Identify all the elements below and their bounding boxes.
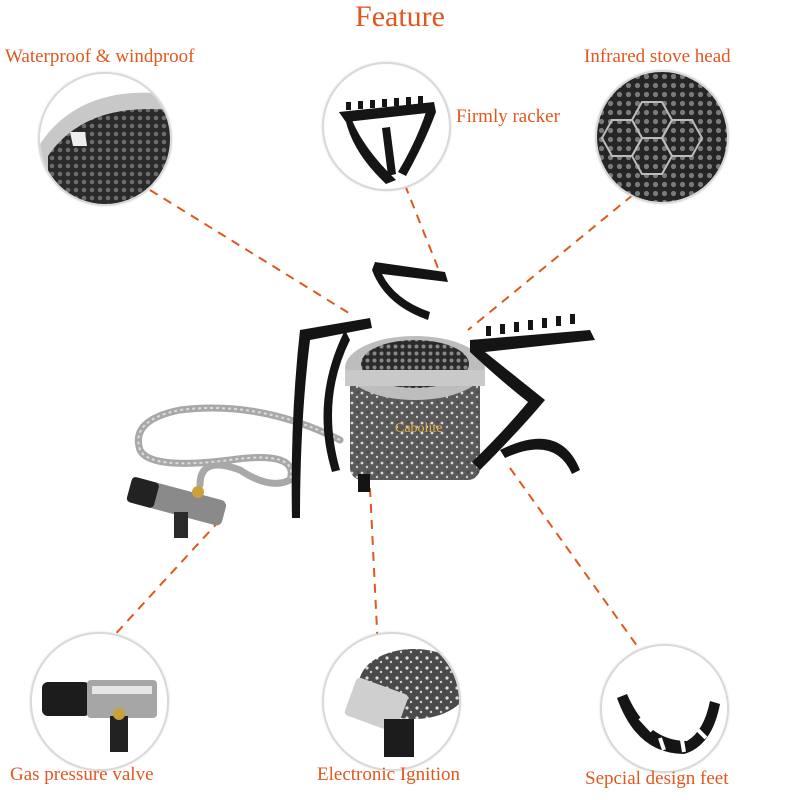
label-racker: Firmly racker <box>456 106 560 127</box>
waterproof-detail-image <box>38 72 172 206</box>
leader-ignition <box>369 487 379 651</box>
label-feet: Sepcial design feet <box>585 768 729 789</box>
leader-waterproof <box>149 189 353 316</box>
leader-valve <box>109 519 221 641</box>
gas-valve <box>126 477 227 538</box>
racker-detail-image <box>322 62 451 191</box>
label-valve: Gas pressure valve <box>10 764 154 785</box>
leader-infrared <box>467 184 646 331</box>
feet-detail-image <box>600 644 729 773</box>
label-waterproof: Waterproof & windproof <box>5 46 195 67</box>
infrared-detail-image <box>595 70 729 204</box>
valve-detail-image <box>30 632 169 771</box>
leader-feet <box>509 467 641 651</box>
page-title: Feature <box>355 0 445 33</box>
label-infrared: Infrared stove head <box>584 46 731 67</box>
brand-logo: Cabolite <box>395 421 442 436</box>
ignition-detail-image <box>322 632 461 771</box>
label-ignition: Electronic Ignition <box>317 764 460 785</box>
